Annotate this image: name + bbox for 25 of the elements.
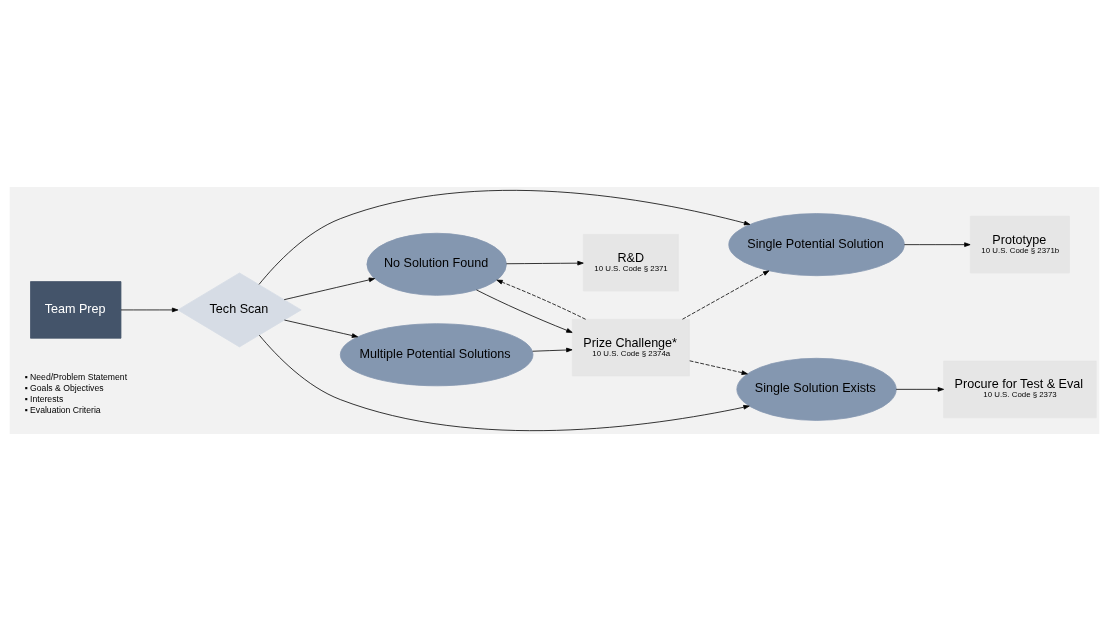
arrow [258, 190, 751, 285]
node-label: ▪ Interests [24, 393, 64, 404]
arrow [496, 279, 586, 320]
node-ellipse: Multiple Potential Solutions [339, 323, 534, 387]
arrow [506, 260, 584, 266]
node-box: Prototype 10 U.S. Code § 2371b [969, 215, 1070, 274]
node-ellipse: Single Solution Exists [736, 357, 897, 421]
arrow [904, 242, 971, 247]
arrow [284, 319, 359, 338]
node-box: R&D 10 U.S. Code § 2371 [582, 234, 679, 292]
node-box: Prize Challenge* 10 U.S. Code § 2374a [571, 318, 690, 377]
arrow [476, 289, 573, 333]
arrow [283, 277, 376, 301]
arrow [120, 307, 179, 313]
arrow [258, 334, 750, 431]
node-label: ▪ Goals & Objectives [24, 382, 104, 393]
node-box: Team Prep [30, 281, 122, 339]
arrow [895, 387, 944, 392]
node-diamond: Tech Scan [177, 272, 302, 348]
arrow [689, 360, 748, 375]
arrow [532, 347, 573, 353]
node-label: ▪ Need/Problem Statement [24, 371, 128, 382]
arrow [682, 270, 770, 320]
node-box: Procure for Test & Eval 10 U.S. Code § 2373 [943, 360, 1097, 419]
node-label: ▪ Evaluation Criteria [24, 404, 101, 415]
